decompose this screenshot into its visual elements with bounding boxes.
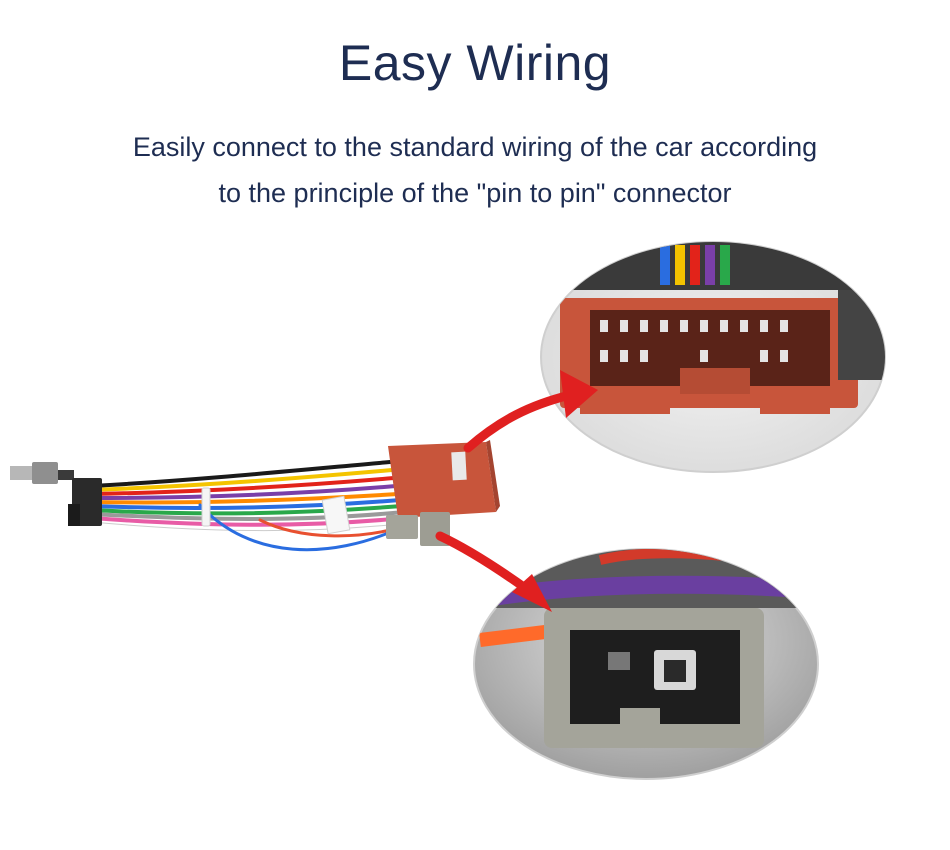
main-red-connector <box>388 440 500 518</box>
red-arrow-icon <box>435 531 552 612</box>
wire-bundle <box>90 460 407 552</box>
wire-label-tag <box>321 495 351 535</box>
antenna-plug-icon <box>10 462 74 484</box>
cable-tie <box>201 487 211 527</box>
subtitle-line-1: Easily connect to the standard wiring of… <box>132 132 818 162</box>
page-title: Easy Wiring <box>338 35 612 91</box>
subtitle-line-2: to the principle of the "pin to pin" con… <box>218 178 732 208</box>
red-arrow-icon <box>463 370 598 453</box>
top-magnified-view <box>540 241 886 473</box>
wiring-harness-illustration <box>10 241 886 780</box>
page-subtitle: Easily connect to the standard wiring of… <box>40 124 910 216</box>
black-side-plug <box>68 478 102 526</box>
